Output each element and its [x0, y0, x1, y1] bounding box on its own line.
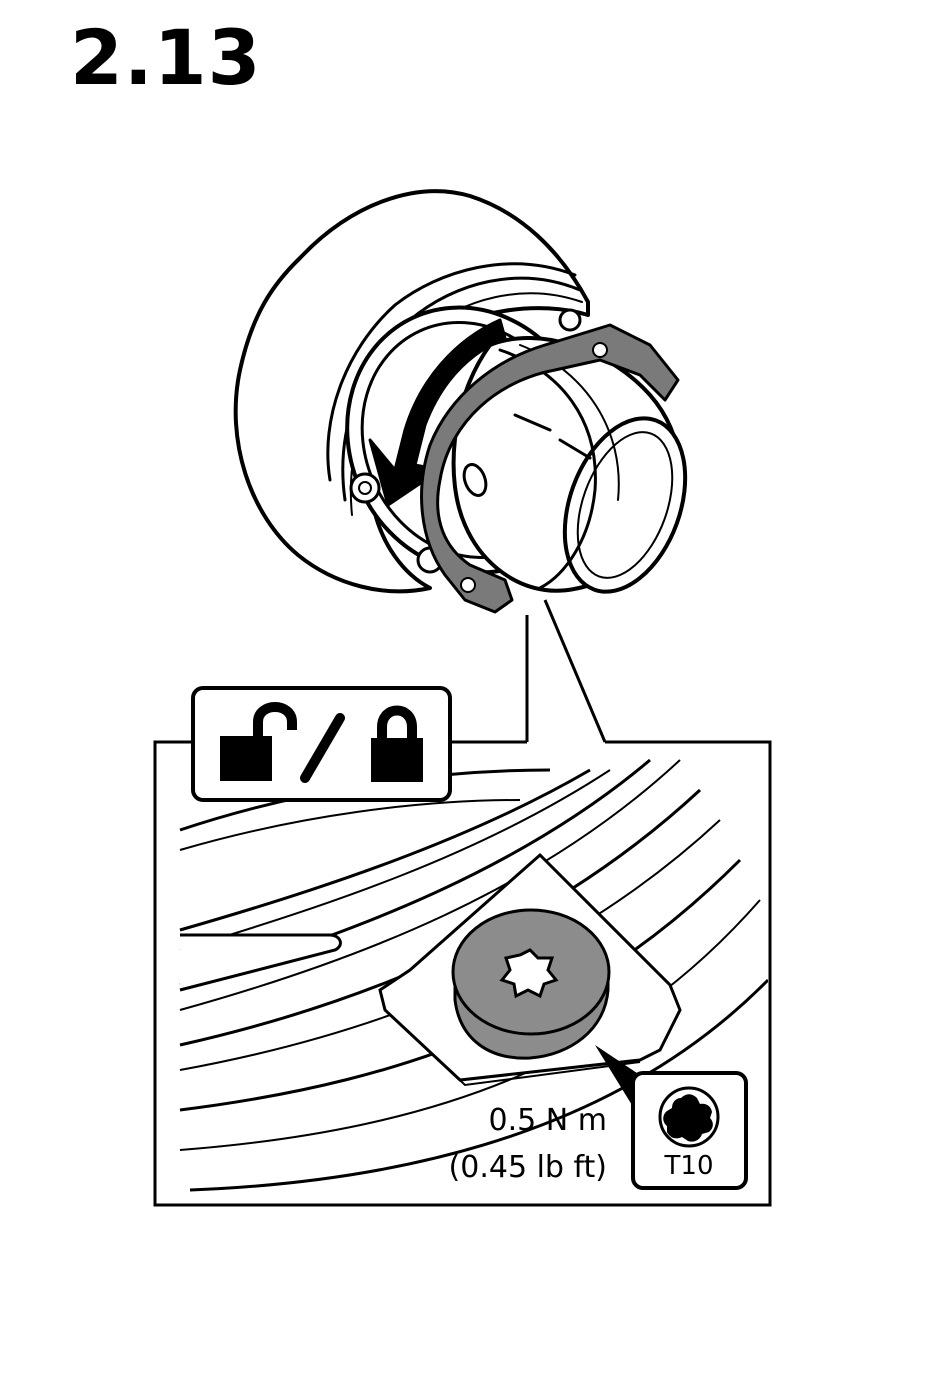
lock-toggle-badge [193, 688, 450, 800]
tool-badge: T10 [633, 1073, 746, 1188]
torx-icon [660, 1088, 718, 1146]
torque-imperial: (0.45 lb ft) [449, 1150, 607, 1185]
housing-screw-top [560, 310, 580, 330]
torque-metric: 0.5 N m [489, 1103, 607, 1138]
torx-screw [453, 910, 609, 1058]
callout-pointer [527, 600, 605, 742]
tool-size-label: T10 [664, 1151, 714, 1181]
camera-assembly [236, 191, 708, 613]
housing-screw-left [351, 474, 379, 502]
